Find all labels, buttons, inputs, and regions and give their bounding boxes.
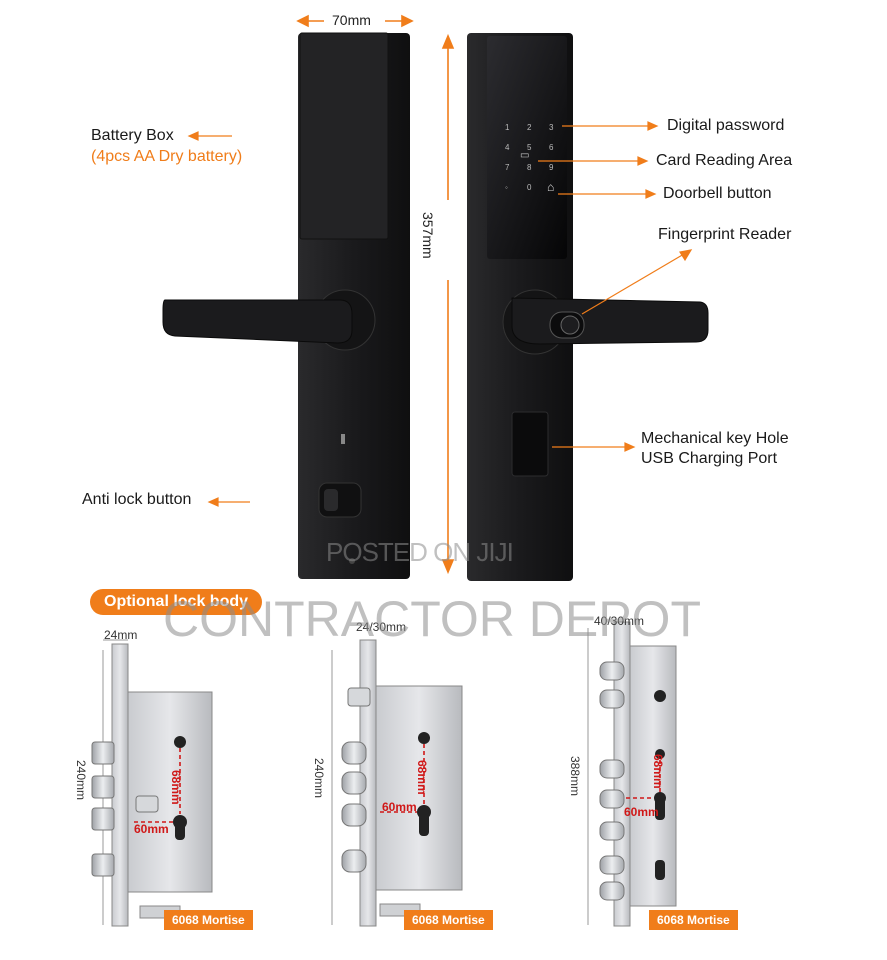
key-3[interactable]: 3	[549, 123, 554, 132]
doorbell-label: Doorbell button	[663, 185, 772, 202]
width-dimension: 70mm	[332, 12, 371, 28]
battery-box-sublabel: (4pcs AA Dry battery)	[91, 148, 243, 165]
callout-lines	[187, 121, 693, 507]
battery-box-label: Battery Box	[91, 127, 174, 144]
mortise-3-top-dim: 40/30mm	[594, 614, 645, 628]
key-0[interactable]: 0	[527, 183, 532, 192]
key-6[interactable]: 6	[549, 143, 554, 152]
mortise-3-side-dim: 388mm	[568, 756, 582, 797]
inner-lock-panel	[162, 32, 410, 579]
key-8[interactable]: 8	[527, 163, 532, 172]
anti-lock-label: Anti lock button	[82, 491, 192, 508]
mortise-1-dim-a: 68mm	[169, 770, 183, 805]
mortise-3-dim-b: 60mm	[624, 805, 659, 819]
mortise-1-top-dim: 24mm	[104, 628, 138, 642]
key-1[interactable]: 1	[505, 123, 510, 132]
digital-password-label: Digital password	[667, 117, 785, 134]
key-4[interactable]: 4	[505, 143, 510, 152]
key-9[interactable]: 9	[549, 163, 554, 172]
brand-watermark: CONTRACTOR DEPOT	[163, 591, 701, 647]
mortise-2-dim-b: 60mm	[382, 800, 417, 814]
mortise-2-tag: 6068 Mortise	[404, 910, 493, 930]
card-reading-label: Card Reading Area	[656, 152, 793, 169]
mortise-3-tag: 6068 Mortise	[649, 910, 738, 930]
card-icon: ◦	[505, 183, 508, 192]
mortise-1-tag: 6068 Mortise	[164, 910, 253, 930]
mortise-3-graphic	[587, 621, 677, 927]
fingerprint-label: Fingerprint Reader	[658, 226, 792, 243]
mech-key-label: Mechanical key Hole	[641, 430, 789, 447]
mortise-2-graphic	[331, 639, 463, 927]
mortise-1-graphic	[91, 639, 213, 927]
mortise-1-side-dim: 240mm	[74, 760, 88, 801]
outer-lock-panel	[467, 33, 709, 581]
key-2[interactable]: 2	[527, 123, 532, 132]
key-7[interactable]: 7	[505, 163, 510, 172]
mortise-1-dim-b: 60mm	[134, 822, 169, 836]
card-reader-icon: ▭	[520, 150, 530, 161]
mortise-2-side-dim: 240mm	[312, 758, 326, 799]
key-5[interactable]: 5	[527, 143, 532, 152]
height-dimension: 357mm	[420, 212, 436, 259]
dimension-arrows	[296, 14, 455, 575]
mortise-2-dim-a: 68mm	[415, 760, 429, 795]
usb-port-label: USB Charging Port	[641, 450, 778, 467]
posted-watermark: POSTED ON JIJI	[326, 537, 514, 567]
mortise-3-dim-a: 68mm	[651, 754, 665, 789]
mortise-2-top-dim: 24/30mm	[356, 620, 407, 634]
doorbell-icon[interactable]: ⌂	[547, 180, 555, 194]
optional-lock-body-title: Optional lock body	[90, 589, 263, 615]
